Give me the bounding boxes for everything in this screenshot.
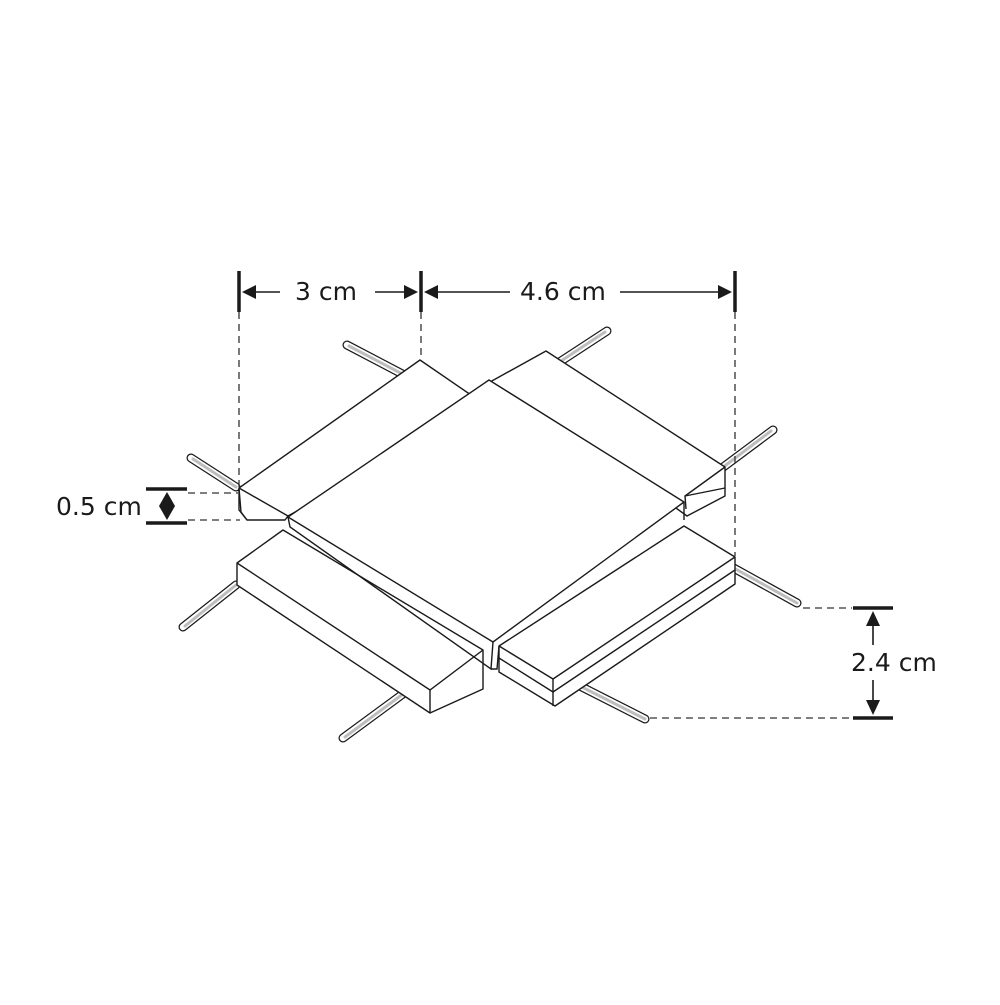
arm-bottom-right (498, 525, 736, 707)
arm-top-left (238, 359, 488, 521)
pins (178, 326, 802, 743)
dimension-label-3cm: 3 cm (293, 277, 359, 306)
dimension-label-0-5cm: 0.5 cm (54, 492, 144, 521)
pin-bottom-right (567, 677, 650, 724)
dimension-label-2-4cm: 2.4 cm (849, 648, 939, 677)
pin-left-upper (186, 453, 241, 492)
pin-top-left (342, 340, 415, 383)
dimension-width (237, 271, 737, 556)
pin-right-lower (725, 561, 802, 608)
pin-left-lower (178, 580, 241, 632)
arm-bottom-left (236, 529, 484, 714)
dimension-pin-spacing (650, 606, 893, 720)
dimension-thickness (146, 487, 240, 525)
pin-right-upper (717, 425, 778, 473)
pin-bottom-left (338, 683, 416, 743)
pin-top-right (550, 326, 612, 370)
center-block (287, 379, 685, 671)
dimension-label-4-6cm: 4.6 cm (518, 277, 608, 306)
